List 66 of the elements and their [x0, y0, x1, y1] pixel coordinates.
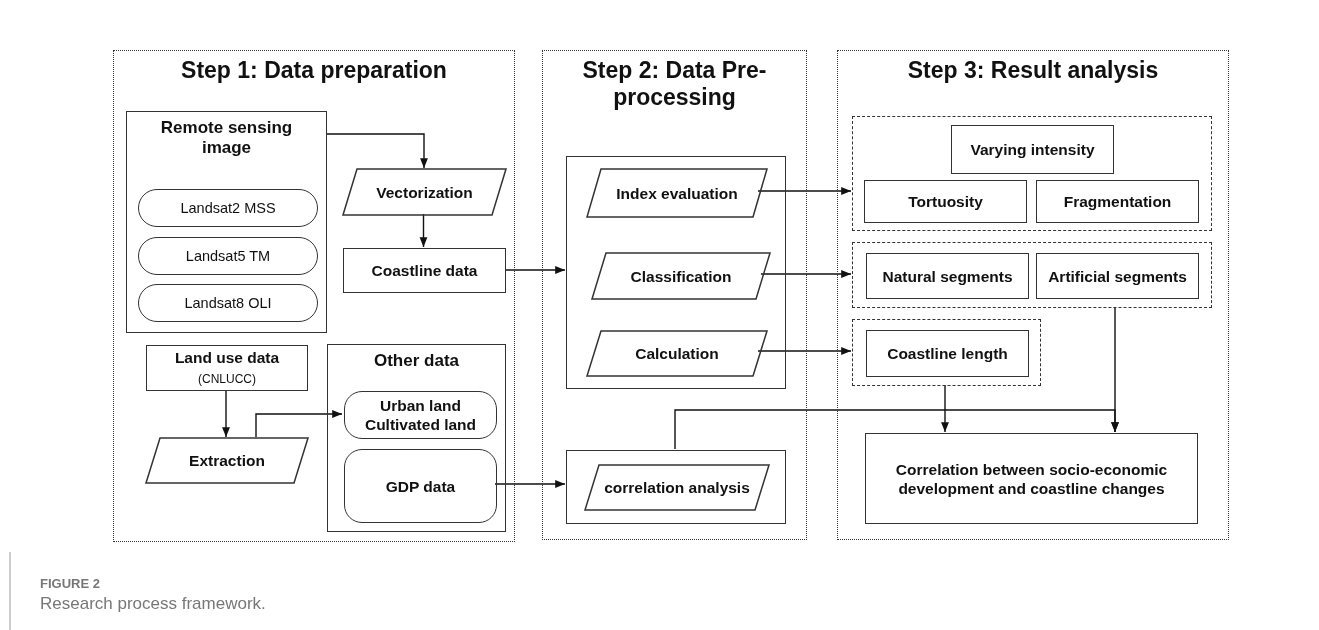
dashed-group-box: [852, 319, 1041, 386]
process-box: [566, 450, 786, 524]
panel-title: Step 1: Data preparation: [180, 57, 448, 84]
figure-caption: Research process framework.: [40, 594, 266, 614]
arrow: [760, 270, 852, 278]
box-heading: Remote sensing image: [159, 118, 294, 158]
node-label: Urban land Cultivated land: [363, 396, 478, 434]
process-box: [866, 330, 1029, 377]
node-label: Index evaluation: [616, 183, 738, 203]
rounded-box: [344, 391, 497, 439]
node-label: GDP data: [385, 476, 456, 496]
node-label: Coastline length: [887, 344, 1008, 363]
arrow: [504, 266, 566, 274]
group-box: [126, 111, 327, 333]
process-parallelogram: [592, 253, 770, 299]
node-label: Correlation between socio-economic development and coastline changes: [894, 459, 1169, 498]
process-box: [146, 345, 308, 391]
panel-title: Step 3: Result analysis: [906, 57, 1160, 84]
step-panel: [542, 50, 807, 540]
process-box: [343, 248, 506, 293]
process-parallelogram: [585, 465, 769, 510]
step-panel: [837, 50, 1229, 540]
node-label: Artificial segments: [1048, 266, 1187, 286]
arrow: [419, 213, 428, 248]
panel-title: Step 2: Data Pre-processing: [581, 57, 768, 111]
step-panel: [113, 50, 515, 542]
dashed-group-box: [852, 242, 1212, 308]
arrow: [941, 384, 949, 433]
node-label: Natural segments: [882, 266, 1013, 286]
process-box: [865, 433, 1198, 524]
node-label: correlation analysis: [604, 478, 750, 497]
process-parallelogram: [343, 169, 506, 215]
node-label: Extraction: [189, 451, 265, 470]
box-heading: Other data: [373, 351, 460, 371]
node-label: Vectorization: [376, 182, 473, 202]
node-label: Varying intensity: [970, 140, 1095, 159]
node-label: Landsat2 MSS: [180, 200, 276, 216]
rounded-box: [344, 449, 497, 523]
node-label: Landsat5 TM: [185, 248, 271, 264]
dashed-group-box: [852, 116, 1212, 231]
node-label: Fragmentation: [1063, 192, 1172, 211]
process-box: [1036, 253, 1199, 299]
node-label: Landsat8 OLI: [184, 295, 272, 311]
group-box: [327, 344, 506, 532]
process-box: [864, 180, 1027, 223]
arrow: [757, 347, 852, 355]
arrow: [222, 389, 230, 438]
arrow: [255, 410, 343, 438]
process-box: [866, 253, 1029, 299]
process-parallelogram: [587, 331, 767, 376]
node-label: Tortuosity: [908, 192, 983, 211]
node-label: Coastline data: [371, 261, 478, 280]
arrow: [1111, 306, 1119, 433]
process-box: [566, 156, 786, 389]
process-parallelogram: [587, 169, 767, 217]
node-label: Classification: [630, 266, 732, 286]
arrow: [325, 133, 428, 169]
node-label: Land use data: [174, 347, 280, 367]
figure-number: FIGURE 2: [40, 576, 100, 591]
process-box: [951, 125, 1114, 174]
process-parallelogram: [146, 438, 308, 483]
process-box: [1036, 180, 1199, 223]
node-label: Calculation: [635, 344, 719, 363]
arrow: [757, 187, 852, 195]
arrow: [494, 480, 566, 488]
node-note: (CNLUCC): [198, 370, 256, 388]
